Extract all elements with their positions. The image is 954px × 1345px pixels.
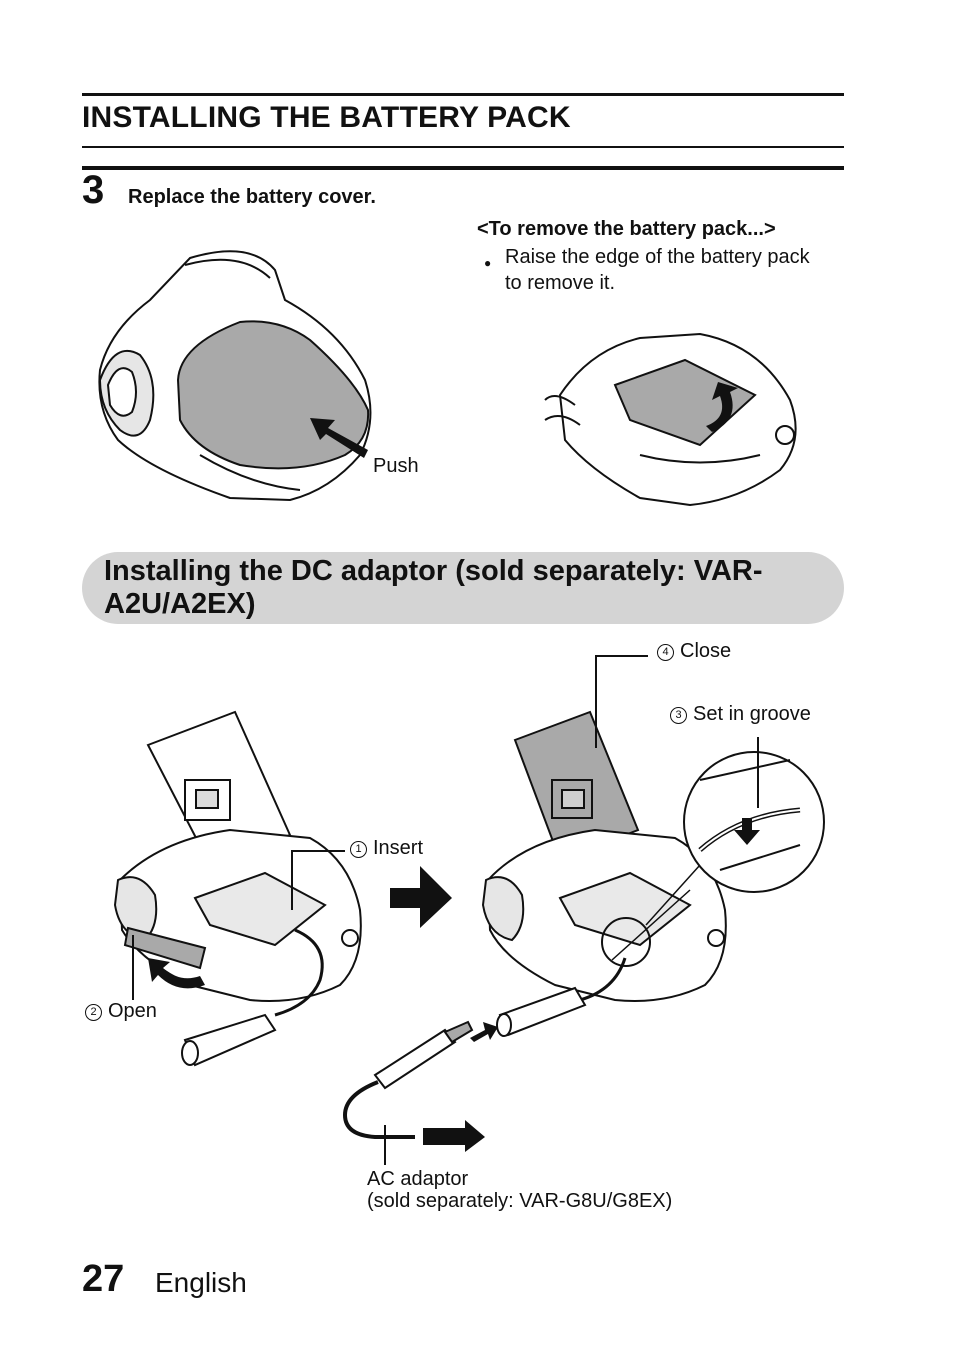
label-set-groove: 3 Set in groove <box>670 703 811 726</box>
page-language: English <box>155 1267 247 1298</box>
leader-lines <box>132 655 759 1165</box>
section-title: INSTALLING THE BATTERY PACK <box>82 101 571 134</box>
bullet-icon: ● <box>484 256 492 270</box>
open-text: Open <box>108 1000 157 1022</box>
camera-open-illustration <box>544 332 797 507</box>
coupler-cable <box>274 928 324 1017</box>
connect-arrow-icon <box>470 1022 498 1042</box>
label-insert: 1 Insert <box>350 837 423 860</box>
step-2-marker: 2 <box>85 1004 102 1021</box>
zoom-lines <box>611 864 701 961</box>
ac-adaptor-label: AC adaptor (sold separately: VAR-G8U/G8E… <box>367 1168 672 1212</box>
ac-adaptor-line2: (sold separately: VAR-G8U/G8EX) <box>367 1190 673 1212</box>
close-text: Close <box>680 640 732 662</box>
step-3-marker: 3 <box>670 707 687 724</box>
title-rule-thin <box>82 146 844 148</box>
remove-instruction: Raise the edge of the battery pack to re… <box>505 246 810 294</box>
insert-text: Insert <box>373 837 424 859</box>
push-arrow-icon <box>310 418 368 458</box>
dc-coupler-plug <box>181 1013 277 1067</box>
dc-coupler-socket <box>496 986 587 1037</box>
page-number: 27 <box>82 1258 125 1300</box>
subsection-banner <box>82 552 844 624</box>
adaptor-cable <box>579 957 627 1002</box>
label-close: 4 Close <box>657 640 731 663</box>
lift-arrow-icon <box>706 382 738 432</box>
top-rule <box>82 93 844 96</box>
camera-insert-illustration <box>113 710 362 1002</box>
subsection-title: Installing the DC adaptor (sold separate… <box>104 555 763 620</box>
next-arrow-icon <box>390 866 452 928</box>
remove-title: <To remove the battery pack...> <box>477 218 776 240</box>
camera-closed-illustration <box>98 250 372 502</box>
step-instruction: Replace the battery cover. <box>128 186 376 208</box>
ac-adaptor-line1: AC adaptor <box>367 1168 469 1190</box>
label-open: 2 Open <box>85 1000 157 1023</box>
set-groove-text: Set in groove <box>693 703 811 725</box>
camera-closed-cable-illustration <box>481 710 825 1002</box>
ac-adaptor-plug <box>373 1020 474 1090</box>
title-rule-thick <box>82 166 844 170</box>
step-number: 3 <box>82 168 105 212</box>
outlet-arrow-icon <box>423 1120 485 1152</box>
groove-arrow-icon <box>734 818 760 845</box>
step-1-marker: 1 <box>350 841 367 858</box>
step-4-marker: 4 <box>657 644 674 661</box>
ac-adaptor-cable <box>342 1080 415 1139</box>
open-arrow-icon <box>148 958 205 989</box>
push-label: Push <box>373 455 419 477</box>
